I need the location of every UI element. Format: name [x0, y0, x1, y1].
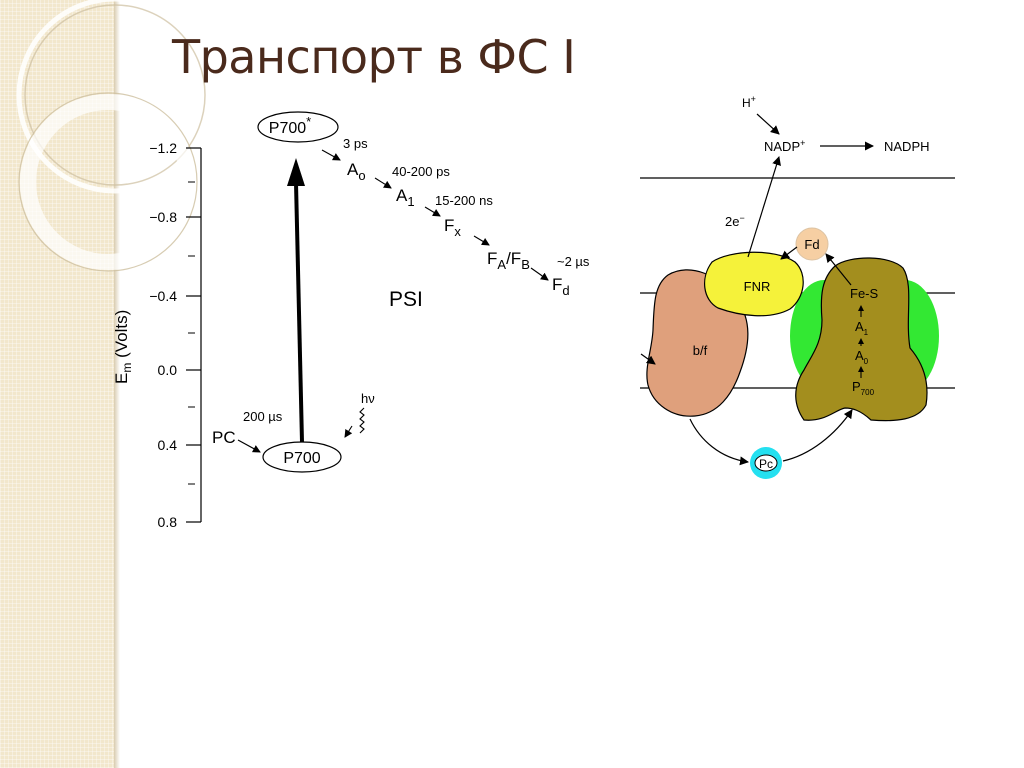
bf-to-pc-arrow [690, 419, 748, 462]
bf-label: b/f [693, 343, 708, 358]
fd-to-fnr-arrow [781, 247, 797, 259]
two-electrons-label: 2e− [725, 213, 745, 229]
fes-label: Fe-S [850, 286, 879, 301]
fd-label: Fd [804, 237, 819, 252]
fnr-label: FNR [744, 279, 771, 294]
fnr-to-nadp-arrow [748, 157, 779, 257]
h-plus-label: H+ [742, 94, 756, 110]
pc-label: Pc [759, 457, 773, 471]
h-plus-arrow [757, 114, 779, 134]
nadph-label: NADPH [884, 139, 930, 154]
nadp-label: NADP+ [764, 138, 805, 154]
